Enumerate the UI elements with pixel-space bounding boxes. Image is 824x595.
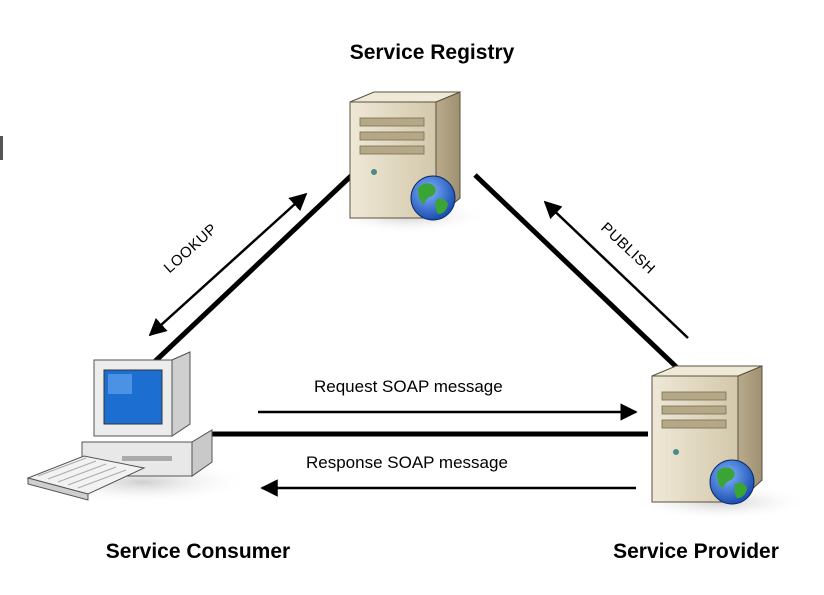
registry-server-icon [328, 91, 488, 234]
publish-arrow [543, 200, 689, 339]
consumer-label: Service Consumer [105, 540, 291, 563]
request-label: Request SOAP message [314, 377, 503, 396]
globe-icon [709, 459, 755, 505]
edge-registry-provider [473, 173, 692, 382]
provider-server-icon [630, 365, 810, 520]
globe-icon [410, 175, 456, 221]
response-label: Response SOAP message [306, 453, 508, 472]
edge-consumer-registry [146, 173, 354, 370]
keyboard-icon [26, 455, 146, 501]
registry-label: Service Registry [349, 41, 515, 64]
lookup-arrow [148, 192, 308, 337]
consumer-computer-icon [26, 351, 252, 504]
provider-label: Service Provider [613, 540, 779, 563]
edge-artifact [0, 136, 3, 160]
